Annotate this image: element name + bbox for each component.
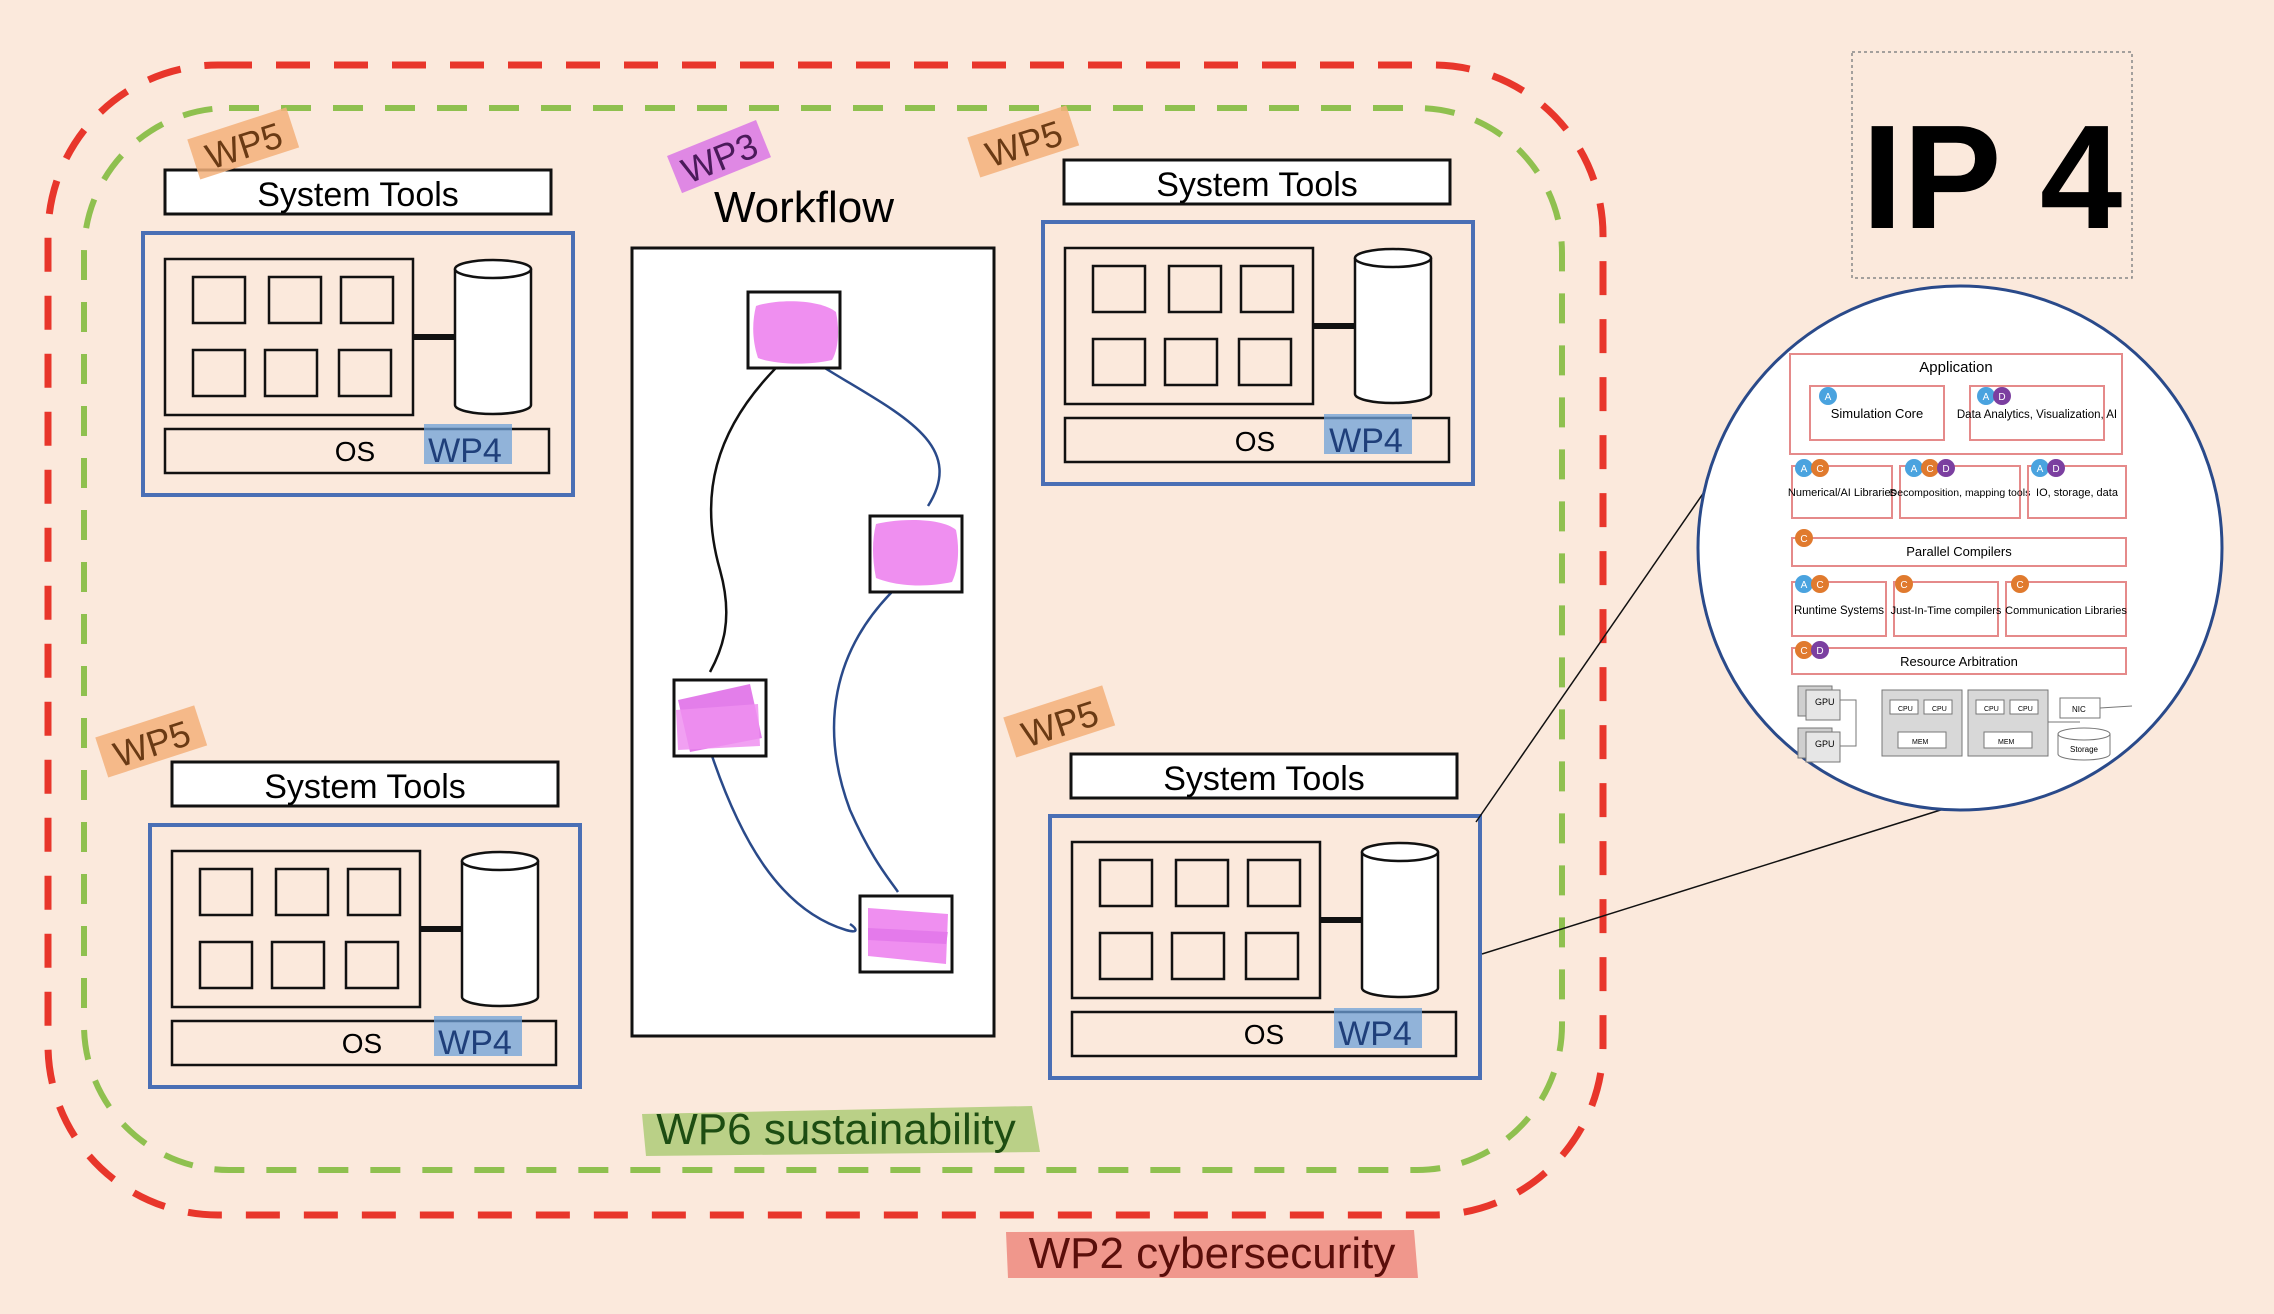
wp4-tag: WP4 xyxy=(1329,422,1403,460)
badge-a: A xyxy=(1911,464,1918,475)
stack-communication: Communication Libraries xyxy=(2005,605,2127,617)
badge-d: D xyxy=(1816,646,1823,657)
system-tools-label: System Tools xyxy=(264,768,466,806)
badge-c: C xyxy=(1926,464,1933,475)
badge-a: A xyxy=(2037,464,2044,475)
stack-parallel-compilers: Parallel Compilers xyxy=(1906,544,2012,559)
wp4-tag: WP4 xyxy=(1338,1015,1412,1053)
badge-c: C xyxy=(2016,580,2023,591)
hw-cpu-label: CPU xyxy=(1984,706,1999,713)
stack-jit: Just-In-Time compilers xyxy=(1891,605,2002,617)
workflow-task xyxy=(746,290,842,370)
stack-resource-arbitration: Resource Arbitration xyxy=(1900,654,2018,669)
badge-c: C xyxy=(1816,580,1823,591)
wp4-tag: WP4 xyxy=(428,432,502,470)
stack-decomposition: Decomposition, mapping tools xyxy=(1890,487,2031,499)
wp2-boundary xyxy=(44,61,1607,1219)
cluster-top-left: System Tools OS WP4 WP5 xyxy=(143,107,573,495)
wp6-label: WP6 sustainability xyxy=(656,1105,1015,1154)
wp5-tag: WP5 xyxy=(1017,692,1104,755)
wp3-tag: WP3 xyxy=(676,124,764,191)
system-tools-label: System Tools xyxy=(1163,760,1365,798)
stack-badges: A A D A C A C D A D C A C C C C D xyxy=(1795,387,2065,659)
page-title: IP 4 xyxy=(1862,95,2123,260)
hw-mem-label: MEM xyxy=(1912,739,1929,746)
wp5-tag: WP5 xyxy=(981,112,1068,175)
badge-a: A xyxy=(1825,392,1832,403)
hw-gpu-label: GPU xyxy=(1815,739,1835,749)
ip4-diagram: IP 4 System Tools OS WP4 WP5 System Tool… xyxy=(10,10,2264,1304)
badge-a: A xyxy=(1801,580,1808,591)
badge-a: A xyxy=(1801,464,1808,475)
stack-application: Application xyxy=(1919,359,1992,376)
software-stack-zoom: Application Simulation Core Data Analyti… xyxy=(1696,284,2224,812)
badge-a: A xyxy=(1983,392,1990,403)
wp2-label-group: WP2 cybersecurity xyxy=(1006,1229,1418,1278)
workflow-task xyxy=(858,894,954,974)
badge-c: C xyxy=(1816,464,1823,475)
wp2-label: WP2 cybersecurity xyxy=(1029,1229,1396,1278)
hw-nic-label: NIC xyxy=(2072,705,2086,714)
os-label: OS xyxy=(342,1028,382,1059)
hw-gpu-label: GPU xyxy=(1815,697,1835,707)
wp6-label-group: WP6 sustainability xyxy=(642,1105,1040,1156)
hw-cpu-label: CPU xyxy=(1898,706,1913,713)
system-tools-label: System Tools xyxy=(1156,166,1358,204)
os-label: OS xyxy=(1235,426,1275,457)
system-tools-label: System Tools xyxy=(257,176,459,214)
cluster-bottom-right: System Tools OS WP4 WP5 xyxy=(1003,685,1480,1078)
badge-d: D xyxy=(2052,464,2059,475)
stack-io: IO, storage, data xyxy=(2036,487,2119,499)
os-label: OS xyxy=(1244,1019,1284,1050)
stack-simulation-core: Simulation Core xyxy=(1831,406,1924,421)
hw-storage-label: Storage xyxy=(2070,745,2099,754)
cluster-top-right: System Tools OS WP4 WP5 xyxy=(967,105,1473,484)
stack-runtime: Runtime Systems xyxy=(1794,605,1884,617)
wp4-tag: WP4 xyxy=(438,1024,512,1062)
hw-cpu-label: CPU xyxy=(2018,706,2033,713)
stack-data-analytics: Data Analytics, Visualization, AI xyxy=(1957,409,2117,421)
cluster-bottom-left: System Tools OS WP4 WP5 xyxy=(95,705,580,1087)
workflow-task xyxy=(868,514,964,594)
wp5-tag: WP5 xyxy=(201,114,288,177)
wp6-boundary xyxy=(81,105,1565,1173)
workflow-label: Workflow xyxy=(714,183,894,232)
badge-d: D xyxy=(1998,392,2005,403)
badge-c: C xyxy=(1800,534,1807,545)
hw-mem-label: MEM xyxy=(1998,739,2015,746)
workflow-task xyxy=(672,678,768,758)
stack-hardware: GPU GPU CPU CPU MEM CPU CPU MEM NIC xyxy=(1797,685,2133,763)
badge-c: C xyxy=(1800,646,1807,657)
badge-d: D xyxy=(1942,464,1949,475)
hw-cpu-label: CPU xyxy=(1932,706,1947,713)
os-label: OS xyxy=(335,436,375,467)
badge-c: C xyxy=(1900,580,1907,591)
workflow-panel: Workflow WP3 xyxy=(630,120,996,1038)
stack-numerical: Numerical/AI Libraries xyxy=(1788,487,1897,499)
